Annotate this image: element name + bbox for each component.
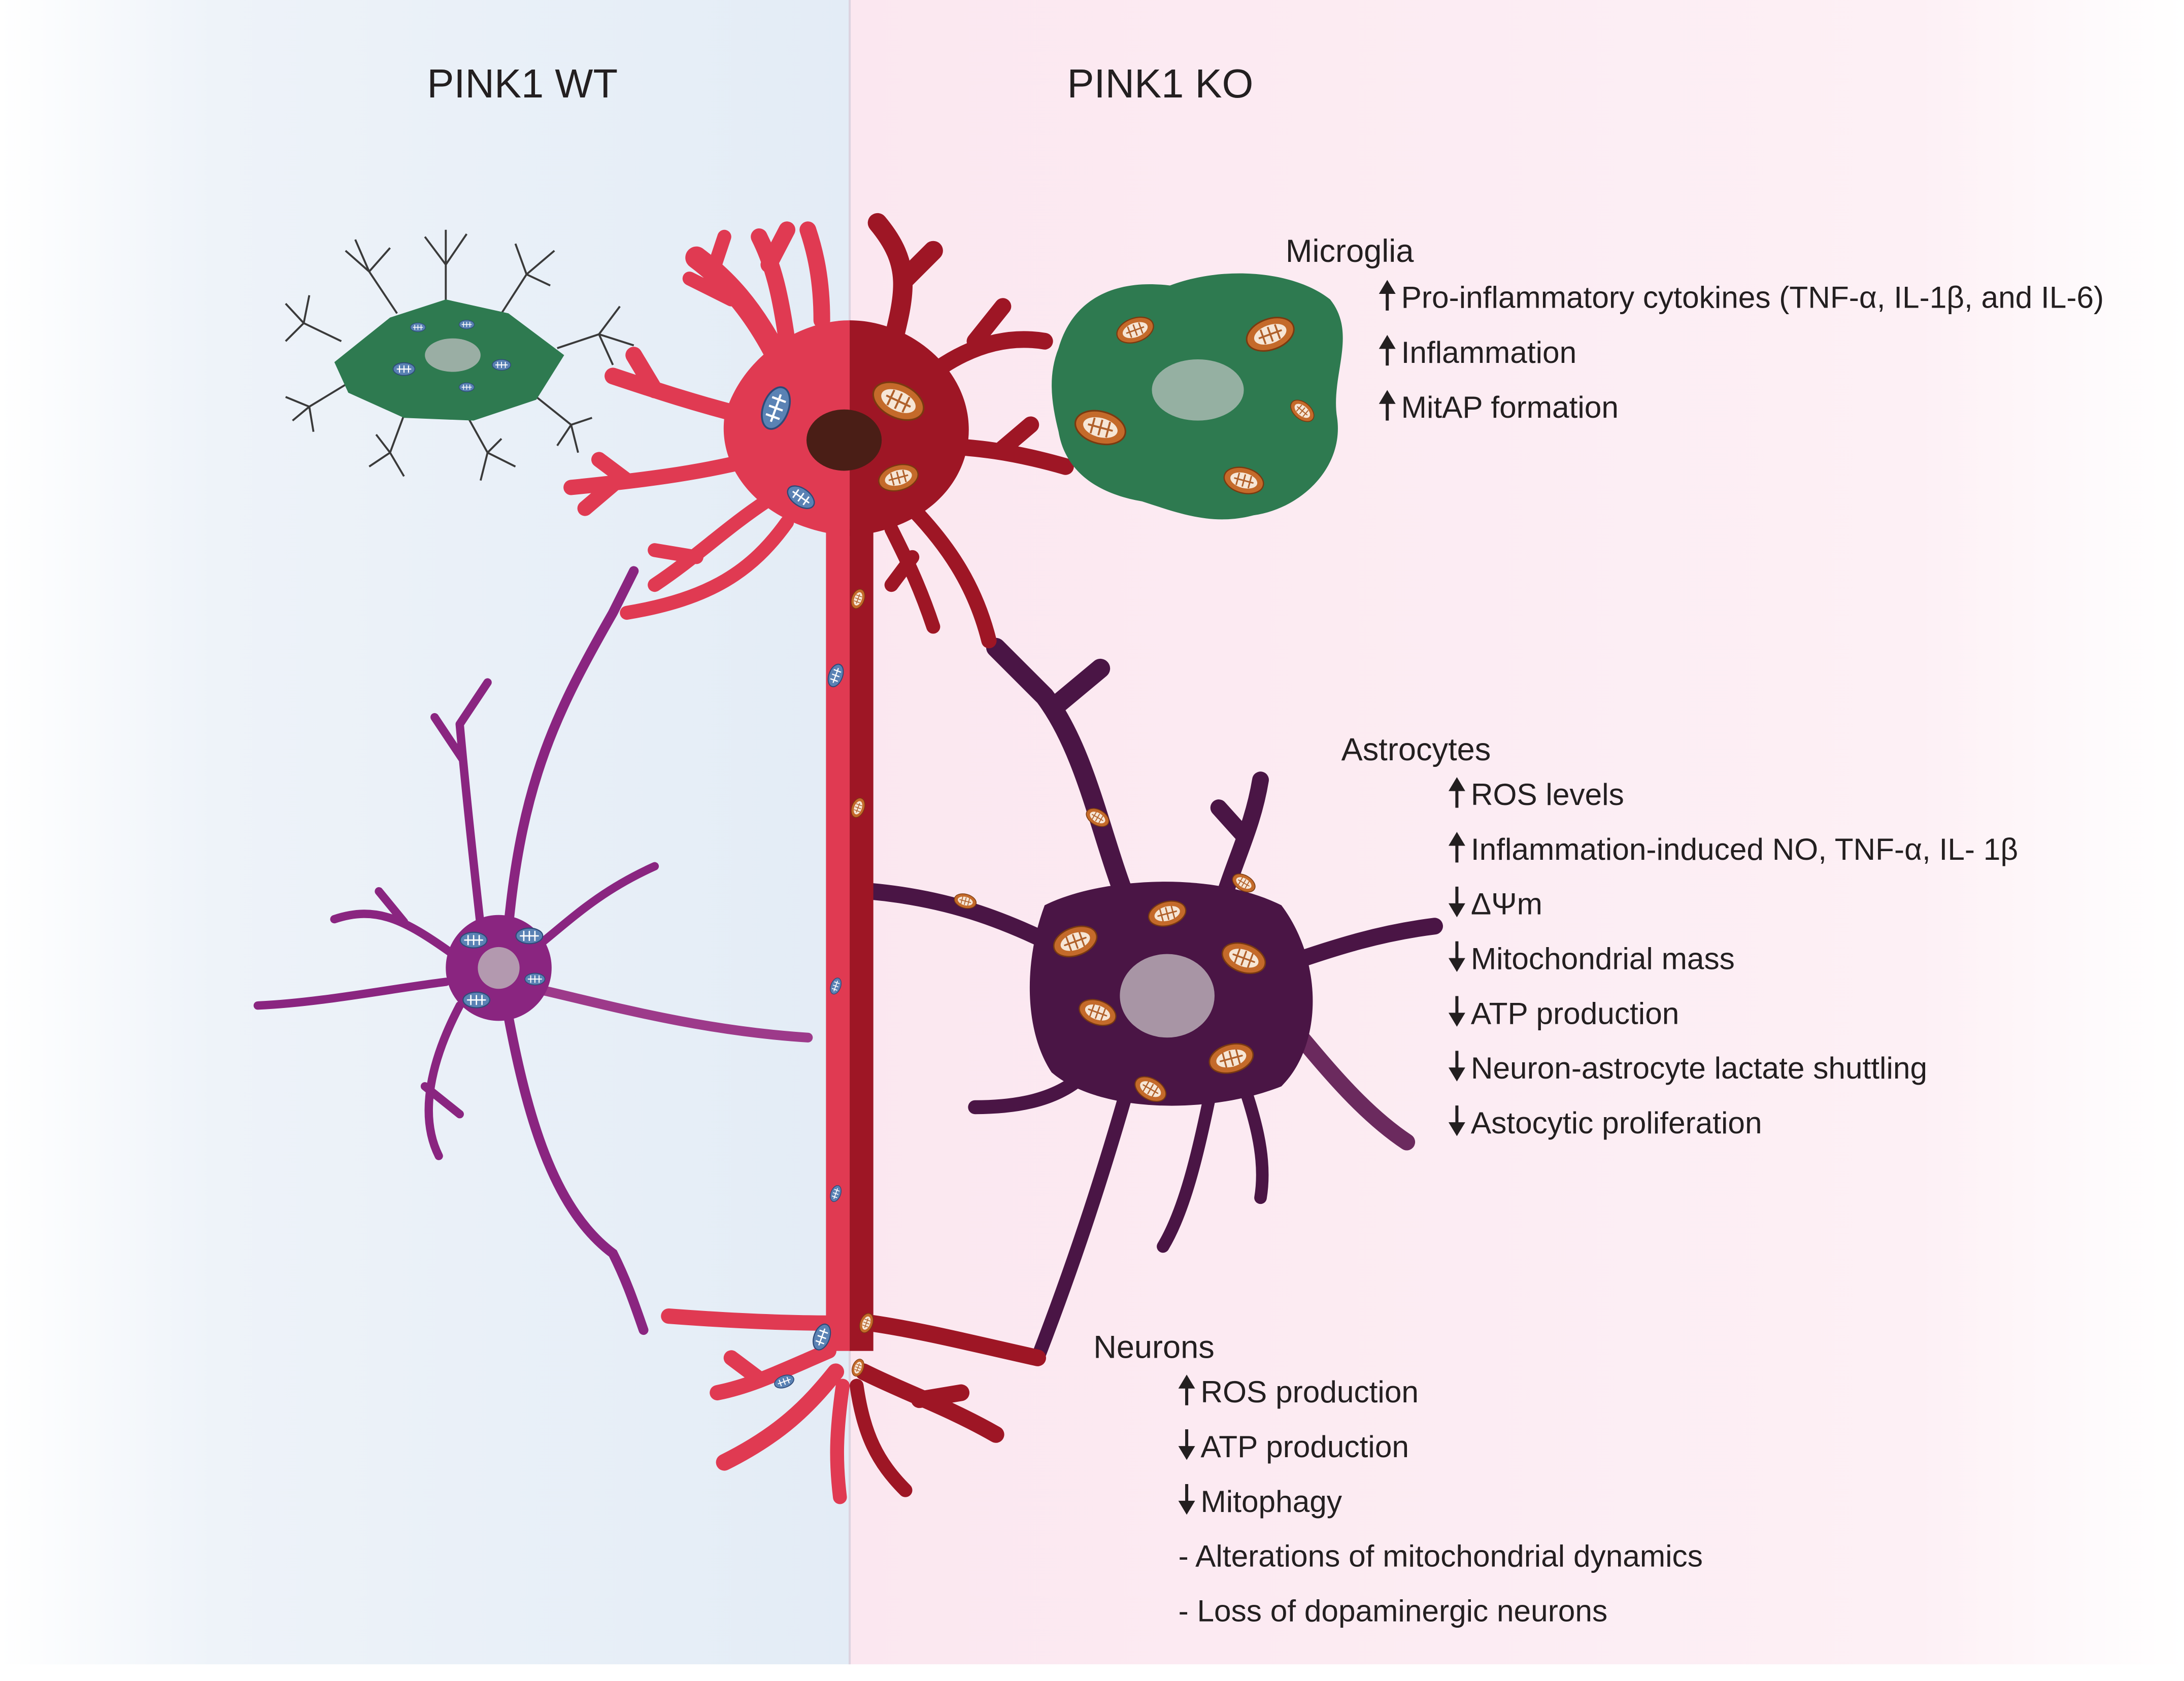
- microglia-annotation: Microglia Pro-inflammatory cytokines (TN…: [1286, 233, 2104, 424]
- effect-text: ROS levels: [1471, 777, 1624, 812]
- wt-panel-title: PINK1 WT: [427, 61, 618, 106]
- up-arrow-icon: [1448, 777, 1465, 808]
- effect-item: ATP production: [1178, 1429, 1409, 1464]
- neuron-ko-half: [850, 213, 1074, 1497]
- up-arrow-icon: [1178, 1374, 1195, 1405]
- effect-text: Inflammation: [1401, 335, 1577, 369]
- up-arrow-icon: [1448, 831, 1465, 863]
- effect-item: ROS production: [1178, 1374, 1419, 1409]
- down-arrow-icon: [1178, 1429, 1195, 1460]
- down-arrow-icon: [1448, 886, 1465, 918]
- effect-text: - Loss of dopaminergic neurons: [1179, 1594, 1608, 1628]
- effect-text: Inflammation-induced NO, TNF-α, IL- 1β: [1471, 832, 2018, 866]
- ko-microglia: [1052, 273, 1343, 520]
- effect-text: Mitochondrial mass: [1471, 942, 1735, 976]
- effect-text: ROS production: [1201, 1374, 1419, 1409]
- effect-text: ATP production: [1201, 1429, 1409, 1464]
- up-arrow-icon: [1379, 390, 1396, 421]
- effect-item: ATP production: [1448, 996, 1679, 1030]
- effect-text: Mitophagy: [1201, 1484, 1342, 1519]
- microglia-title: Microglia: [1286, 233, 1414, 269]
- effect-text: ΔΨm: [1471, 887, 1542, 921]
- effect-item: MitAP formation: [1379, 390, 1619, 424]
- up-arrow-icon: [1379, 280, 1396, 311]
- down-arrow-icon: [1448, 941, 1465, 972]
- down-arrow-icon: [1448, 996, 1465, 1027]
- effect-text: MitAP formation: [1401, 390, 1619, 424]
- neuron-nucleus: [806, 409, 882, 471]
- down-arrow-icon: [1448, 1105, 1465, 1136]
- effect-item: ROS levels: [1448, 777, 1624, 812]
- effect-text: - Alterations of mitochondrial dynamics: [1179, 1539, 1703, 1573]
- axon-wt: [826, 529, 850, 1351]
- wt-microglia-body: [334, 299, 564, 421]
- neurons-title: Neurons: [1093, 1329, 1215, 1365]
- effect-item: Pro-inflammatory cytokines (TNF-α, IL-1β…: [1379, 280, 2104, 314]
- astrocytes-title: Astrocytes: [1341, 732, 1491, 767]
- effect-item: Mitophagy: [1178, 1484, 1342, 1519]
- effect-item: Astocytic proliferation: [1448, 1105, 1762, 1140]
- ko-astrocyte: [862, 637, 1443, 1365]
- down-arrow-icon: [1448, 1051, 1465, 1082]
- ko-panel-background: [850, 0, 2184, 1665]
- down-arrow-icon: [1178, 1484, 1195, 1515]
- effect-text: ATP production: [1471, 996, 1679, 1030]
- effect-item: - Alterations of mitochondrial dynamics: [1179, 1539, 1703, 1573]
- effect-item: Mitochondrial mass: [1448, 941, 1735, 976]
- neuron-wt-half: [563, 221, 850, 1504]
- effect-text: Pro-inflammatory cytokines (TNF-α, IL-1β…: [1401, 280, 2104, 314]
- effect-item: ΔΨm: [1448, 886, 1542, 921]
- wt-astrocyte: [253, 566, 813, 1335]
- effect-item: Inflammation: [1379, 335, 1576, 369]
- wt-microglia: [285, 229, 634, 481]
- effect-item: - Loss of dopaminergic neurons: [1179, 1594, 1608, 1628]
- effect-item: Neuron-astrocyte lactate shuttling: [1448, 1051, 1927, 1085]
- effect-item: Inflammation-induced NO, TNF-α, IL- 1β: [1448, 831, 2018, 866]
- ko-panel-title: PINK1 KO: [1067, 61, 1253, 106]
- effect-text: Neuron-astrocyte lactate shuttling: [1471, 1051, 1927, 1085]
- effect-text: Astocytic proliferation: [1471, 1105, 1762, 1140]
- up-arrow-icon: [1379, 334, 1396, 366]
- neuron-soma-wt: [723, 320, 850, 536]
- astrocytes-annotation: Astrocytes ROS levelsInflammation-induce…: [1341, 732, 2018, 1140]
- axon-ko: [850, 529, 873, 1351]
- microglia-effects: Pro-inflammatory cytokines (TNF-α, IL-1β…: [1379, 280, 2104, 424]
